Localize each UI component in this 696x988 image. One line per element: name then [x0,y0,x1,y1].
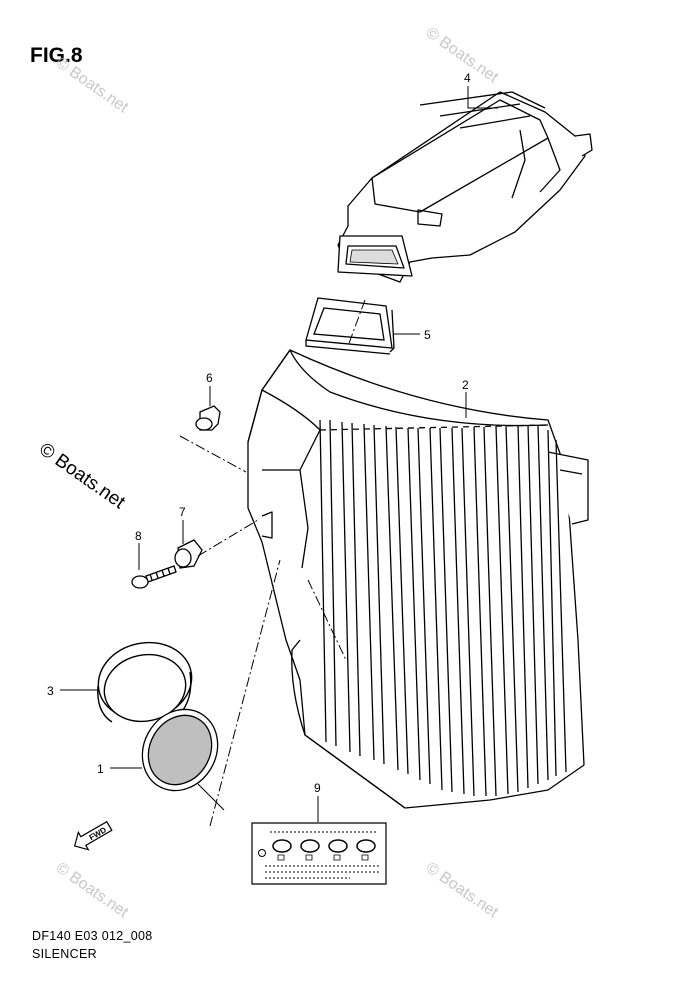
callout-2: 2 [462,378,469,392]
callout-6: 6 [206,371,213,385]
part-7-bushing [174,539,203,569]
callout-4: 4 [464,71,471,85]
part-6-grommet [195,405,221,431]
figure-title: FIG.8 [30,44,83,67]
part-1-filter-screen [141,708,219,792]
watermark-text: © Boats.net [53,859,132,921]
callout-3: 3 [47,684,54,698]
callout-5: 5 [424,328,431,342]
watermark-text: © Boats.net [423,859,502,921]
diagram-code: DF140 E03 012_008 [32,929,153,943]
callout-9: 9 [314,781,321,795]
watermark-text: © Boats.net [423,24,502,86]
part-3-ring [97,641,193,723]
part-2-silencer-body [247,349,589,809]
part-4-intake-duct [337,91,593,283]
callout-8: 8 [135,529,142,543]
part-9-label [251,822,387,885]
callout-1: 1 [97,762,104,776]
watermark-main: © Boats.net [35,439,129,514]
part-8-bolt [131,565,177,589]
callout-7: 7 [179,505,186,519]
watermark-text: © Boats.net [53,54,132,116]
callouts: 4 5 2 6 7 8 3 1 9 [47,71,471,795]
diagram-name: SILENCER [32,947,97,961]
fwd-arrow-icon: FWD [73,820,113,851]
part-5-seal [305,297,395,355]
leader-lines [60,86,498,827]
